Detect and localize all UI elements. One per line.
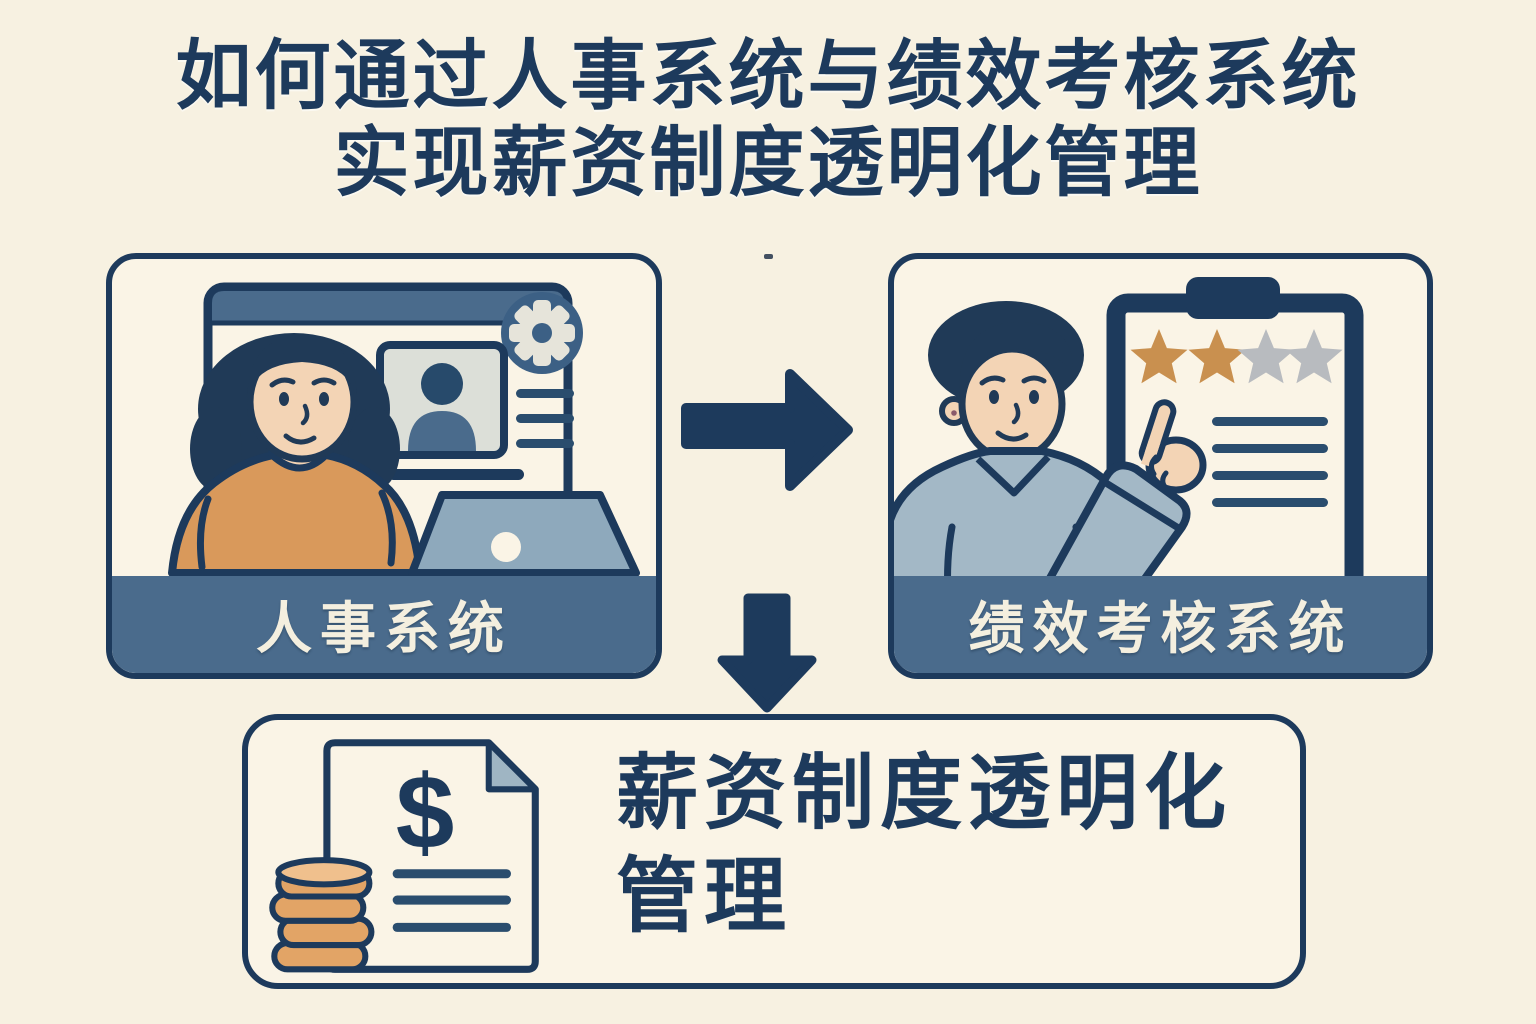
hr-system-illustration bbox=[168, 282, 640, 584]
performance-system-label: 绩效考核系统 bbox=[968, 597, 1353, 660]
page-title-line1: 如何通过人事系统与绩效考核系统 bbox=[175, 34, 1361, 119]
document-text-lines bbox=[392, 869, 511, 932]
salary-document-illustration: $ bbox=[269, 739, 539, 973]
arrow-right-icon bbox=[681, 369, 853, 491]
performance-system-label-bar: 绩效考核系统 bbox=[894, 576, 1427, 673]
laptop-icon bbox=[408, 491, 640, 577]
user-profile-card-icon bbox=[376, 341, 508, 459]
arrow-down-icon bbox=[717, 593, 817, 713]
page-title-line2: 实现薪资制度透明化管理 bbox=[333, 120, 1203, 206]
gear-icon bbox=[501, 292, 583, 374]
hr-system-label: 人事系统 bbox=[256, 597, 512, 660]
page-title: 如何通过人事系统与绩效考核系统 实现薪资制度透明化管理 bbox=[0, 34, 1536, 207]
window-text-lines bbox=[388, 389, 574, 480]
coin-stack-icon bbox=[269, 857, 375, 973]
woman-at-computer bbox=[168, 333, 424, 577]
hr-system-card: 人事系统 bbox=[106, 253, 662, 679]
report-text-lines bbox=[1212, 417, 1328, 507]
dollar-icon: $ bbox=[396, 754, 455, 871]
stray-ink-dot bbox=[764, 254, 773, 259]
salary-transparency-line1: 薪资制度透明化 bbox=[616, 748, 1233, 839]
performance-system-card: 绩效考核系统 bbox=[888, 253, 1433, 679]
hr-system-label-bar: 人事系统 bbox=[112, 576, 656, 673]
salary-transparency-card: $ 薪资制度透明化 管理 bbox=[242, 714, 1306, 989]
salary-transparency-label: 薪资制度透明化 管理 bbox=[616, 742, 1232, 949]
salary-transparency-line2: 管理 bbox=[616, 851, 793, 943]
